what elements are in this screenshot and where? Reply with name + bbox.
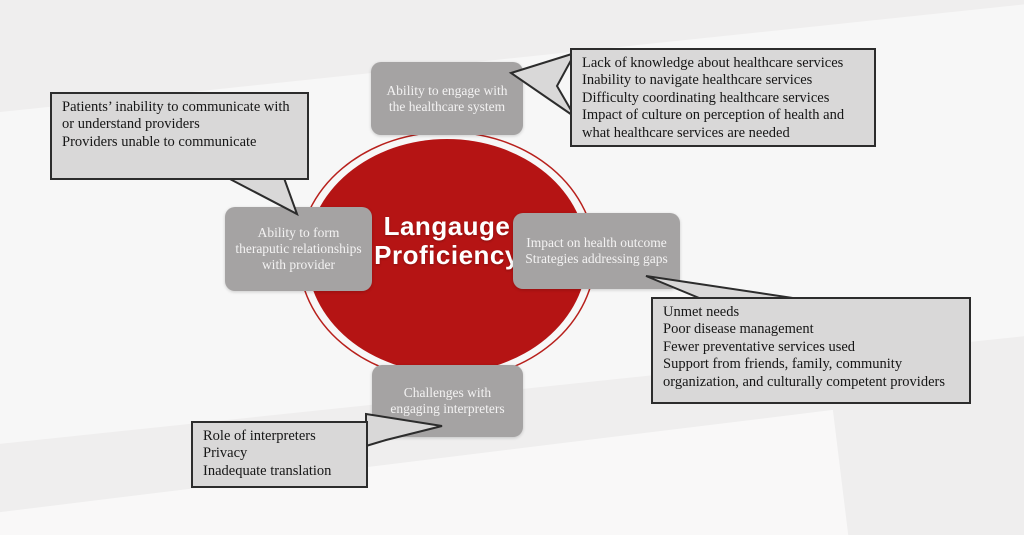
callout-interpreter-details: Role of interpreters Privacy Inadequate … — [191, 421, 368, 488]
callout-outcome-details: Unmet needs Poor disease management Fewe… — [651, 297, 971, 404]
connector-communication-pointer — [227, 177, 299, 217]
callout-engage-details: Lack of knowledge about healthcare servi… — [570, 48, 876, 147]
callout-communication-details: Patients’ inability to communicate with … — [50, 92, 309, 180]
connector-engage-pointer — [508, 51, 578, 118]
connector-interpreter-pointer — [365, 412, 443, 448]
